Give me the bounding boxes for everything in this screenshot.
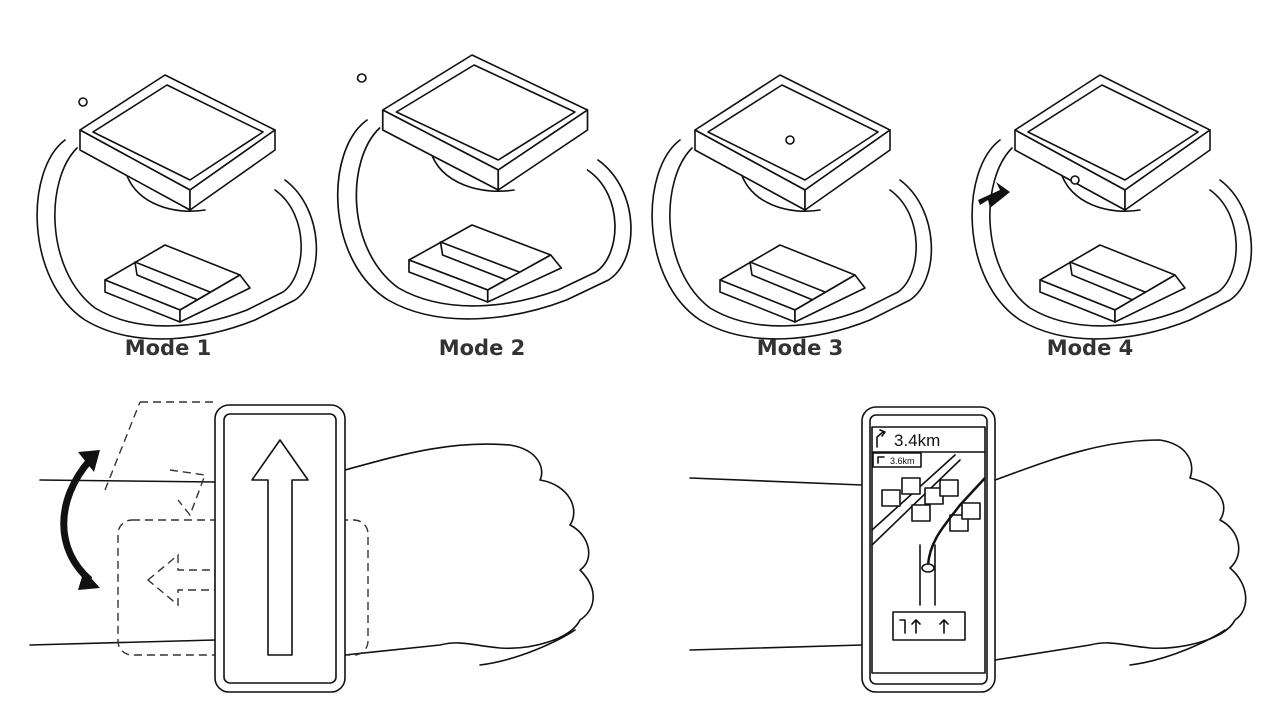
mode-1-label: Mode 1	[124, 336, 212, 360]
wrist-rotation-figure	[29, 401, 594, 693]
watch-mode-3	[651, 74, 933, 340]
button-icon	[1070, 175, 1080, 185]
mode-3-label: Mode 3	[756, 336, 844, 360]
button-icon	[356, 73, 367, 83]
turn-left-icon	[877, 456, 885, 464]
button-icon	[785, 135, 795, 145]
button-icon	[78, 97, 88, 107]
lane-arrows-icon	[899, 619, 949, 634]
lane-guide	[892, 611, 966, 641]
navigation-figure: 3.4km 3.6km	[689, 406, 1247, 693]
mode-2-label: Mode 2	[438, 336, 526, 360]
watch-mode-1	[36, 74, 318, 340]
watch-mode-4	[971, 74, 1253, 340]
turn-right-icon	[876, 429, 886, 448]
up-arrow-icon	[251, 439, 309, 656]
next-distance: 3.6km	[890, 456, 915, 466]
main-distance: 3.4km	[894, 431, 940, 450]
watch-mode-2	[336, 54, 632, 320]
pull-arrow-icon	[978, 182, 1010, 208]
mode-4-label: Mode 4	[1046, 336, 1134, 360]
